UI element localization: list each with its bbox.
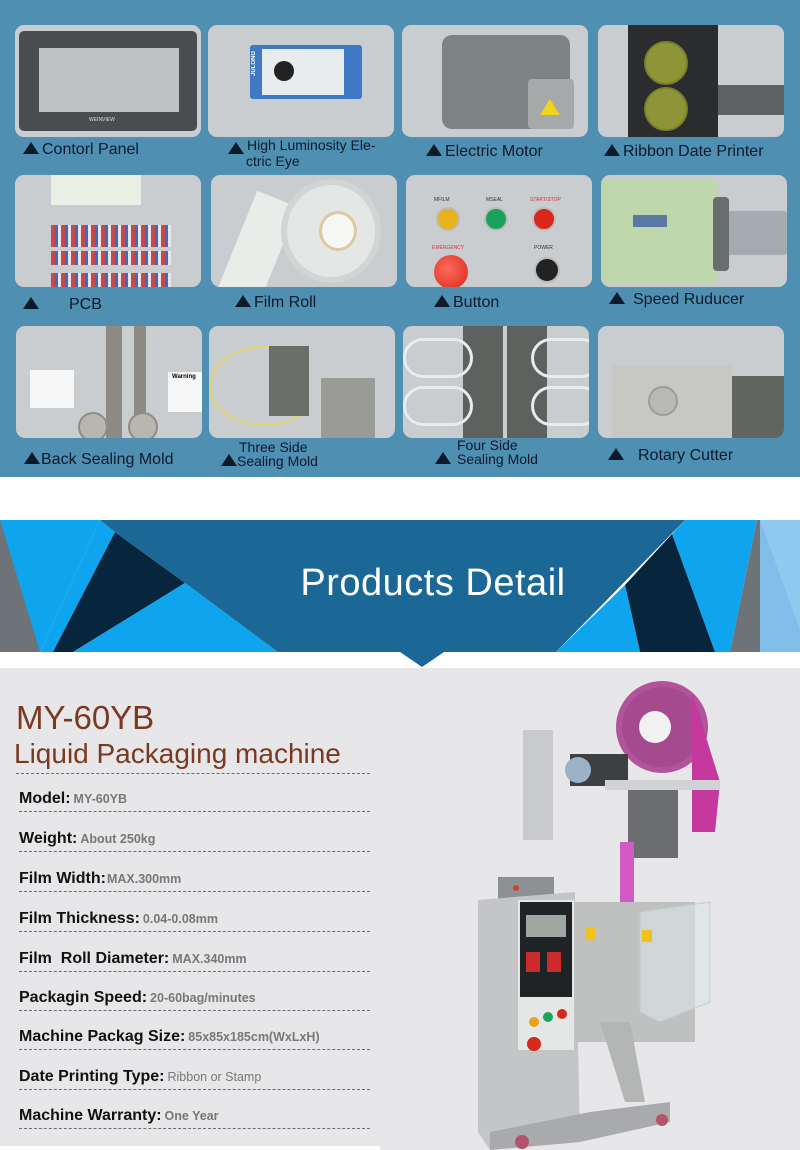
four-side-sealing-mold-photo bbox=[403, 326, 589, 438]
spec-row-packaging-speed: Packagin Speed:20-60bag/minutes bbox=[19, 987, 370, 1011]
part-caption: Back Sealing Mold bbox=[24, 452, 224, 468]
spec-row-weight: Weight:About 250kg bbox=[19, 828, 370, 852]
machine-parts-gallery: WEINVIEW Contorl Panel JULONG High Lumin… bbox=[0, 0, 800, 477]
pcb-photo bbox=[15, 175, 201, 287]
part-caption: High Luminosity Ele-ctric Eye bbox=[228, 138, 428, 168]
speed-reducer-photo bbox=[601, 175, 787, 287]
banner-geometric-background bbox=[0, 520, 800, 667]
part-caption: Film Roll bbox=[235, 295, 435, 311]
part-caption: Ribbon Date Printer bbox=[604, 144, 800, 160]
triangle-bullet-icon bbox=[608, 448, 624, 460]
bottom-edge bbox=[0, 1146, 380, 1150]
product-model-heading: MY-60YB bbox=[16, 699, 155, 736]
button-panel-photo: MFILM MSEAL START/STOP EMERGENCY POWER bbox=[406, 175, 592, 287]
triangle-bullet-icon bbox=[23, 297, 39, 309]
caution-sign bbox=[30, 370, 74, 408]
banner-title: Products Detail bbox=[300, 562, 566, 604]
spec-row-model: Model:MY-60YB bbox=[19, 788, 370, 812]
divider bbox=[16, 773, 370, 774]
back-sealing-mold-photo: Warning bbox=[16, 326, 202, 438]
triangle-bullet-icon bbox=[228, 142, 244, 154]
rotary-cutter-photo bbox=[598, 326, 784, 438]
control-panel-photo: WEINVIEW bbox=[15, 25, 201, 137]
spec-row-film-thickness: Film Thickness:0.04-0.08mm bbox=[19, 908, 370, 932]
warning-sign: Warning bbox=[168, 372, 202, 412]
film-roll-photo bbox=[211, 175, 397, 287]
spec-row-film-roll-diameter: Film Roll Diameter:MAX.340mm bbox=[19, 948, 370, 972]
electric-motor-photo bbox=[402, 25, 588, 137]
part-caption: Electric Motor bbox=[426, 144, 626, 160]
product-name-heading: Liquid Packaging machine bbox=[14, 738, 341, 769]
products-detail-banner: Products Detail bbox=[0, 520, 800, 682]
triangle-bullet-icon bbox=[435, 452, 451, 464]
spec-row-film-width: Film Width:MAX.300mm bbox=[19, 868, 370, 892]
triangle-bullet-icon bbox=[434, 295, 450, 307]
three-side-sealing-mold-photo bbox=[209, 326, 395, 438]
triangle-bullet-icon bbox=[426, 144, 442, 156]
triangle-bullet-icon bbox=[23, 142, 39, 154]
spec-row-machine-package-size: Machine Packag Size:85x85x185cm(WxLxH) bbox=[19, 1026, 370, 1050]
ribbon-date-printer-photo bbox=[598, 25, 784, 137]
triangle-bullet-icon bbox=[235, 295, 251, 307]
part-caption: Button bbox=[434, 295, 634, 311]
triangle-bullet-icon bbox=[609, 292, 625, 304]
triangle-bullet-icon bbox=[221, 454, 237, 466]
part-caption: Speed Ruducer bbox=[609, 292, 800, 308]
part-caption: Rotary Cutter bbox=[608, 448, 800, 464]
electric-eye-photo: JULONG bbox=[208, 25, 394, 137]
warning-icon bbox=[540, 99, 560, 115]
part-caption: PCB bbox=[23, 297, 223, 313]
triangle-bullet-icon bbox=[24, 452, 40, 464]
spec-row-machine-warranty: Machine Warranty:One Year bbox=[19, 1105, 370, 1129]
part-caption: Contorl Panel bbox=[23, 142, 223, 158]
triangle-bullet-icon bbox=[604, 144, 620, 156]
spec-row-date-printing-type: Date Printing Type:Ribbon or Stamp bbox=[19, 1066, 370, 1090]
packaging-machine-image bbox=[478, 681, 720, 1150]
